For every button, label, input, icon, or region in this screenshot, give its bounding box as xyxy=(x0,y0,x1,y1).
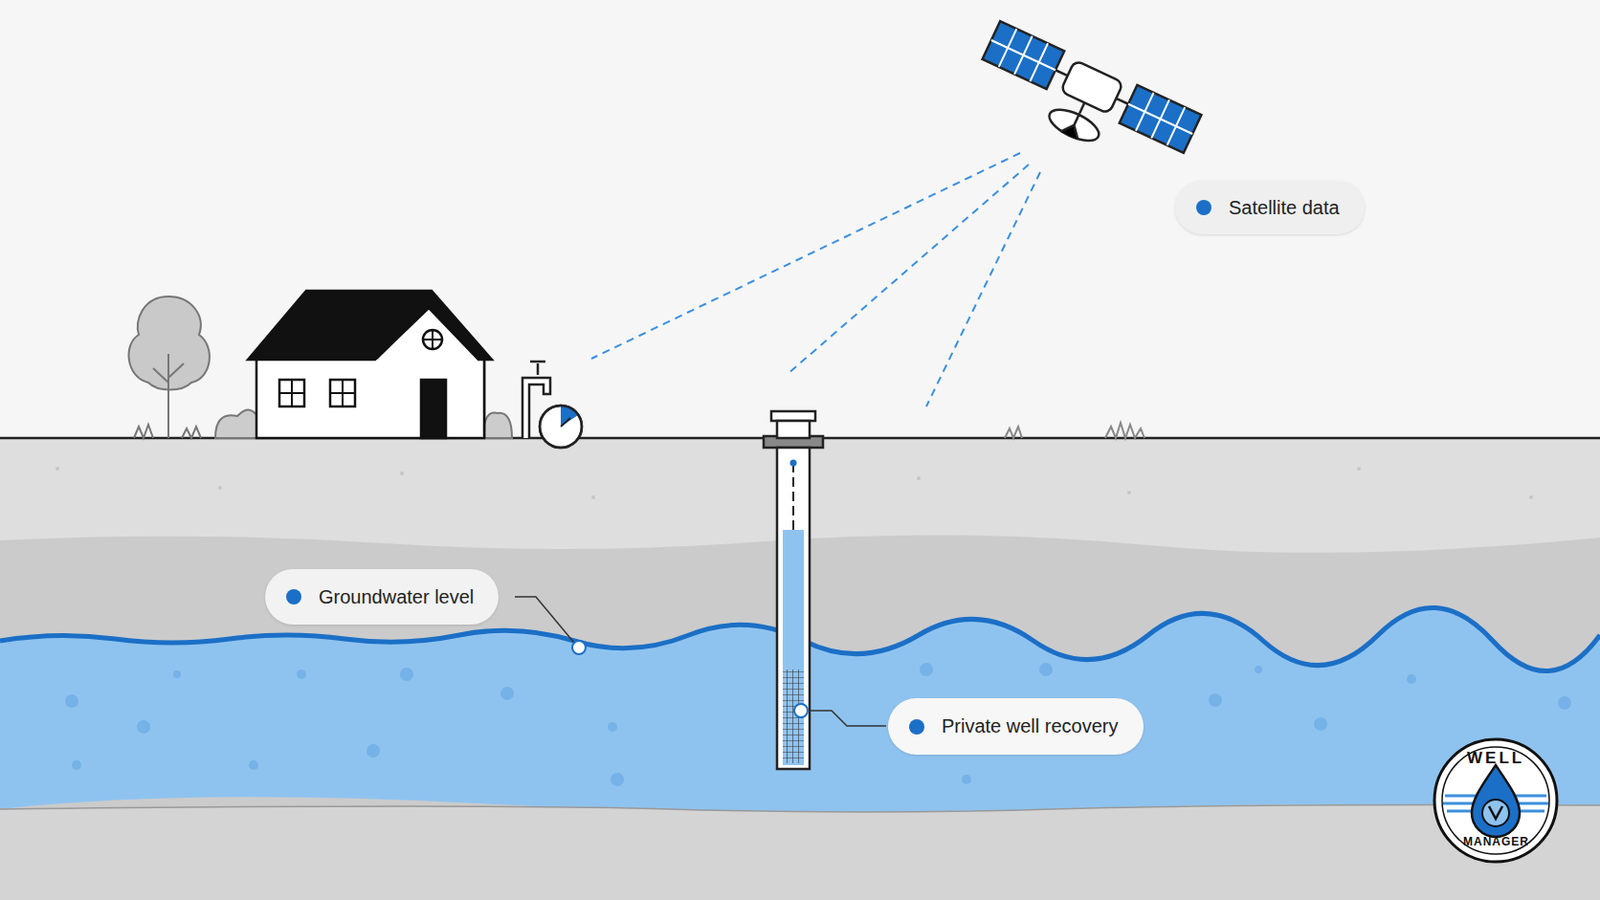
logo-text: MANAGER xyxy=(1463,835,1530,849)
callout-pill: Satellite data xyxy=(1175,180,1365,235)
callout-text: Private well recovery xyxy=(941,715,1119,738)
bullet-dot xyxy=(909,719,925,735)
bullet-dot xyxy=(1196,200,1212,216)
logo-text: WELL xyxy=(1466,749,1525,769)
callout-text: Groundwater level xyxy=(318,586,474,609)
callout-pill: Groundwater level xyxy=(265,569,499,625)
callout-text: Satellite data xyxy=(1228,197,1340,220)
callout-pill: Private well recovery xyxy=(888,698,1144,756)
bullet-dot xyxy=(286,589,302,605)
